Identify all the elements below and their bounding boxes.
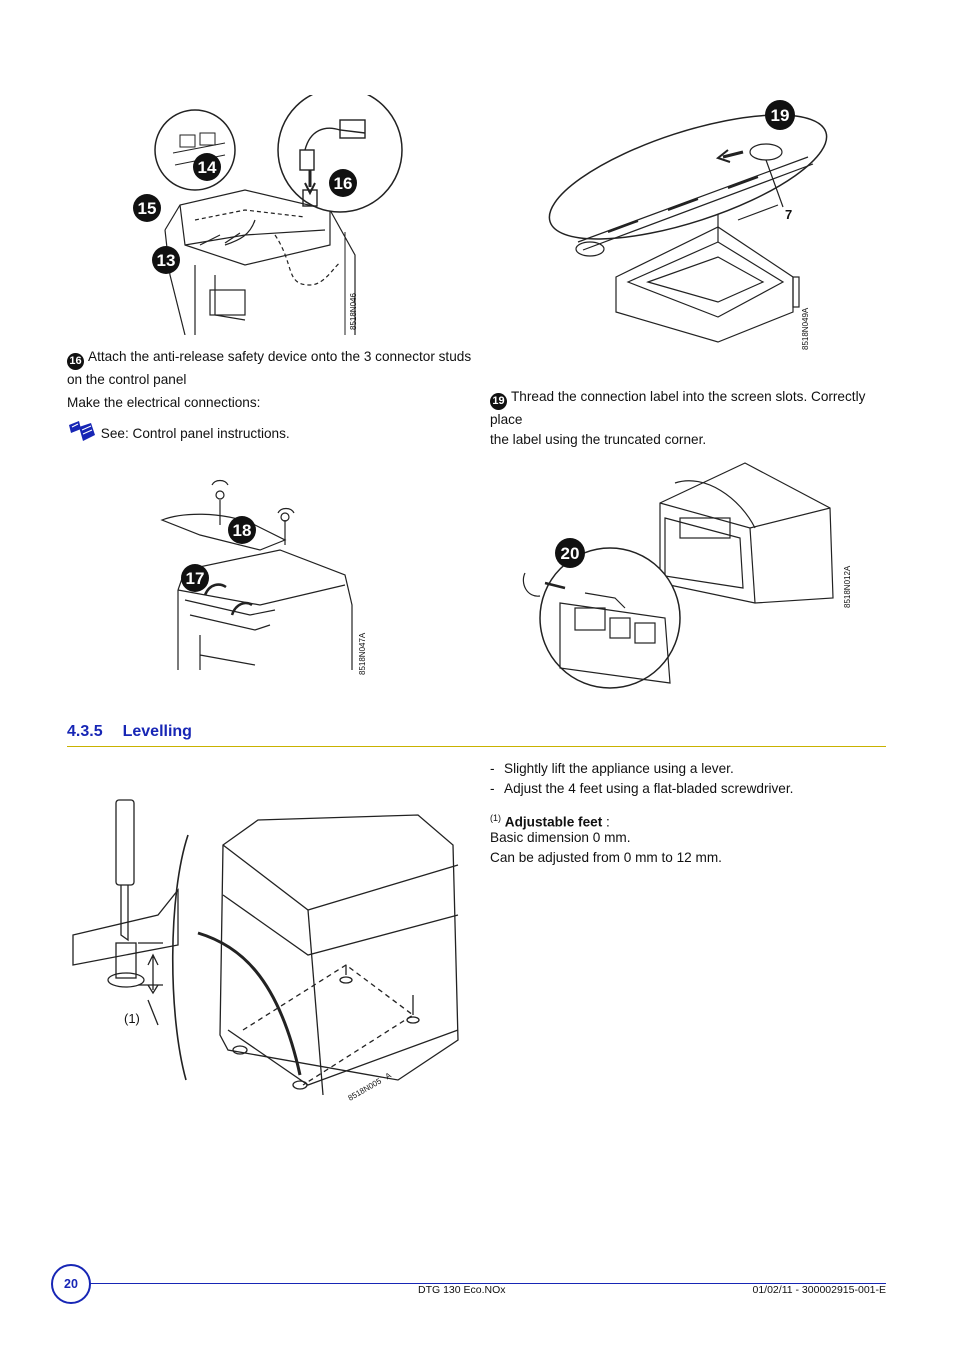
footer-rule [80,1283,886,1284]
figure-cover: 18 17 8518N047A [160,475,370,680]
section-divider [67,746,886,747]
adjustable-feet-note: (1) Adjustable feet : [490,813,610,830]
callout-14: 14 [193,153,221,181]
callout-17: 17 [181,564,209,592]
cover-illustration: 18 17 8518N047A [160,479,367,675]
make-connections-text: Make the electrical connections: [67,395,261,410]
callout-13: 13 [152,246,180,274]
levelling-bullet-2: -Adjust the 4 feet using a flat-bladed s… [490,781,794,796]
figure-screw: 20 8518N012A [515,458,860,698]
zoom-ellipse [548,114,828,240]
zoom-circle-left [154,109,236,191]
see-instructions-note: See: Control panel instructions. [67,419,290,445]
callout-16: 16 [329,169,357,197]
figure-ref-code: 8518N049A [801,307,810,350]
figure-wiring: 14 15 16 13 8518N046 [125,95,410,335]
footer-product: DTG 130 Eco.NOx [418,1284,506,1296]
svg-text:17: 17 [186,569,205,588]
callout-19: 19 [765,100,795,130]
section-number: 4.3.5 [67,723,103,740]
figure-ref-code: 8518N047A [358,632,367,675]
step-number-badge: 16 [67,353,84,370]
levelling-illustration: (1) 8518N005A [72,799,459,1103]
adjustable-feet-label: (1) [124,1011,140,1026]
reference-book-icon [69,421,95,441]
section-title: Levelling [122,723,192,740]
figure-ref-code: 8518N046 [349,293,358,330]
svg-text:14: 14 [198,158,217,177]
svg-text:15: 15 [138,199,157,218]
connection-label-illustration: 19 7 8518N049A [548,100,828,350]
screw-illustration: 20 8518N012A [522,462,852,689]
figure-connection-label: 19 7 8518N049A [548,82,833,357]
svg-text:13: 13 [157,251,176,270]
svg-text:16: 16 [334,174,353,193]
callout-20: 20 [555,538,585,568]
figure-ref-code: 8518N012A [843,565,852,608]
adjustment-range-text: Can be adjusted from 0 mm to 12 mm. [490,850,722,865]
svg-text:18: 18 [233,521,252,540]
callout-15: 15 [133,194,161,222]
section-heading: 4.3.5 Levelling [67,723,192,741]
footer-doc-ref: 01/02/11 - 300002915-001-E [752,1284,887,1296]
svg-text:20: 20 [561,544,580,563]
svg-text:19: 19 [771,106,790,125]
basic-dimension-text: Basic dimension 0 mm. [490,830,631,845]
step-number-badge: 19 [490,393,507,410]
figure-levelling: (1) 8518N005A [68,795,468,1110]
page-number: 20 [51,1264,91,1304]
wiring-illustration: 14 15 16 13 8518N046 [133,95,403,335]
callout-18: 18 [228,516,256,544]
item-label-7: 7 [785,207,792,222]
levelling-bullet-1: -Slightly lift the appliance using a lev… [490,761,734,776]
